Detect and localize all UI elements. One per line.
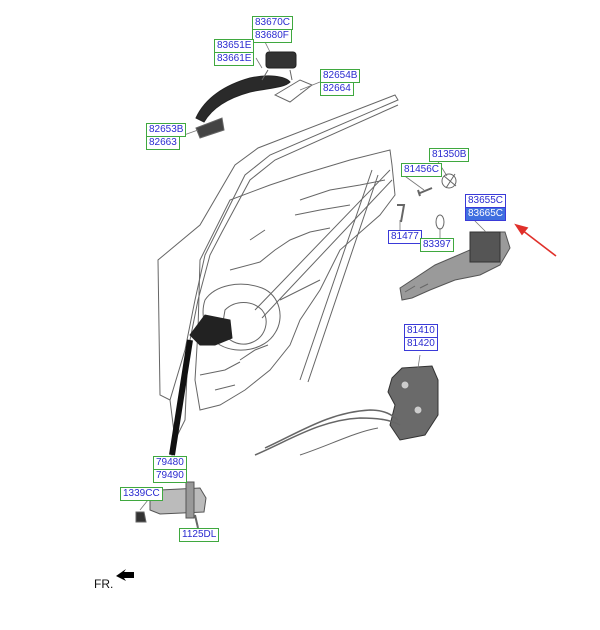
window-regulator bbox=[254, 169, 393, 319]
part-label-81350B[interactable]: 81350B bbox=[429, 148, 470, 162]
part-label-83665C[interactable]: 83665C bbox=[465, 207, 507, 221]
part-label-1125DL[interactable]: 1125DL bbox=[179, 528, 220, 542]
part-label-79490[interactable]: 79490 bbox=[153, 469, 187, 483]
latch-cables bbox=[254, 417, 401, 456]
part-label-82654B[interactable]: 82654B bbox=[320, 69, 361, 83]
part-label-83655C[interactable]: 83655C bbox=[465, 194, 507, 208]
part-label-82663[interactable]: 82663 bbox=[146, 136, 180, 150]
part-label-1339CC[interactable]: 1339CC bbox=[120, 487, 163, 501]
part-label-83397[interactable]: 83397 bbox=[420, 238, 454, 252]
door-latch bbox=[387, 365, 439, 441]
red-pointer-arrow bbox=[514, 223, 557, 257]
door-checker bbox=[189, 314, 233, 346]
part-label-81420[interactable]: 81420 bbox=[404, 337, 438, 351]
part-label-82653B[interactable]: 82653B bbox=[146, 123, 187, 137]
fr-arrow-icon bbox=[116, 569, 134, 581]
outside-handle bbox=[195, 75, 291, 123]
part-label-83680F[interactable]: 83680F bbox=[252, 29, 292, 43]
part-label-83661E[interactable]: 83661E bbox=[214, 52, 255, 66]
part-label-81410[interactable]: 81410 bbox=[404, 324, 438, 338]
part-label-83670C[interactable]: 83670C bbox=[252, 16, 294, 30]
part-label-82664[interactable]: 82664 bbox=[320, 82, 354, 96]
front-direction-label: FR. bbox=[94, 577, 114, 591]
part-label-81477[interactable]: 81477 bbox=[388, 230, 422, 244]
part-label-81456C[interactable]: 81456C bbox=[401, 163, 443, 177]
part-label-83651E[interactable]: 83651E bbox=[214, 39, 255, 53]
part-label-79480[interactable]: 79480 bbox=[153, 456, 187, 470]
door-inner-panel bbox=[194, 149, 396, 411]
door-frame bbox=[157, 94, 399, 401]
